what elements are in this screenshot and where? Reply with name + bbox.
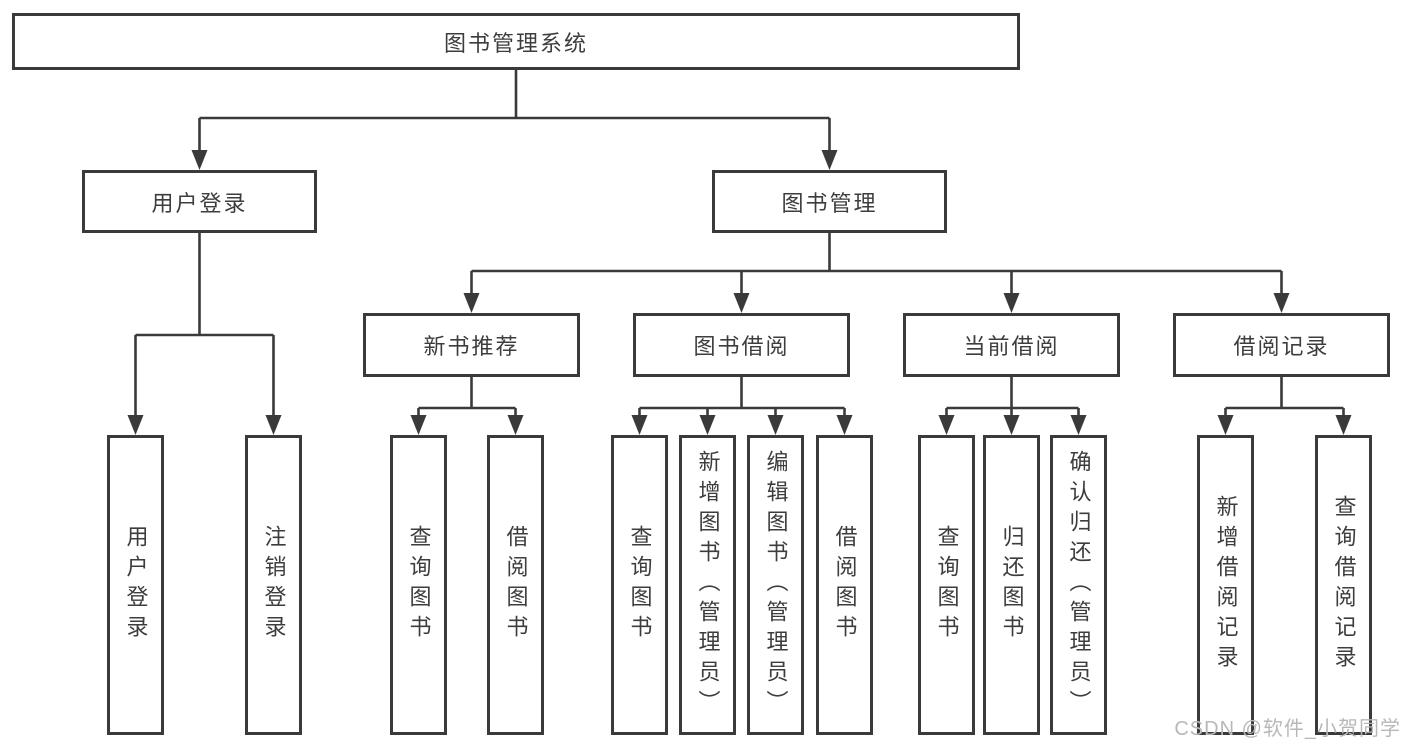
leaf-bb-query-book: 查询图书 bbox=[611, 435, 668, 735]
leaf-rec-query-book: 查询图书 bbox=[390, 435, 447, 735]
node-book-borrow: 图书借阅 bbox=[633, 313, 850, 377]
leaf-cb-confirm-return-admin: 确认归还（管理员） bbox=[1050, 435, 1107, 735]
node-borrow-records: 借阅记录 bbox=[1173, 313, 1390, 377]
node-root-label: 图书管理系统 bbox=[443, 30, 588, 56]
node-new-book-recommend: 新书推荐 bbox=[363, 313, 580, 377]
node-book-management: 图书管理 bbox=[712, 170, 947, 233]
leaf-user-login: 用户登录 bbox=[107, 435, 164, 735]
leaf-cb-query-book-label: 查询图书 bbox=[934, 525, 960, 645]
leaf-bb-add-book-admin-label: 新增图书（管理员） bbox=[695, 450, 721, 720]
leaf-cb-query-book: 查询图书 bbox=[918, 435, 975, 735]
leaf-rec-borrow-book-label: 借阅图书 bbox=[503, 525, 529, 645]
leaf-cb-return-book: 归还图书 bbox=[983, 435, 1040, 735]
csdn-watermark: CSDN @软件_小贺同学 bbox=[1174, 718, 1401, 740]
node-user-login: 用户登录 bbox=[82, 170, 317, 233]
leaf-bb-add-book-admin: 新增图书（管理员） bbox=[679, 435, 736, 735]
node-book-management-label: 图书管理 bbox=[781, 190, 878, 216]
leaf-br-add-record: 新增借阅记录 bbox=[1197, 435, 1254, 735]
node-current-borrow-label: 当前借阅 bbox=[963, 334, 1060, 359]
leaf-br-query-record: 查询借阅记录 bbox=[1315, 435, 1372, 735]
leaf-logout: 注销登录 bbox=[245, 435, 302, 735]
node-borrow-records-label: 借阅记录 bbox=[1233, 334, 1330, 359]
leaf-br-query-record-label: 查询借阅记录 bbox=[1331, 495, 1357, 675]
node-user-login-label: 用户登录 bbox=[151, 190, 248, 216]
leaf-user-login-label: 用户登录 bbox=[123, 525, 149, 645]
leaf-logout-label: 注销登录 bbox=[261, 525, 287, 645]
leaf-bb-edit-book-admin: 编辑图书（管理员） bbox=[747, 435, 804, 735]
node-current-borrow: 当前借阅 bbox=[903, 313, 1120, 377]
leaf-br-add-record-label: 新增借阅记录 bbox=[1213, 495, 1239, 675]
leaf-bb-borrow-book-label: 借阅图书 bbox=[832, 525, 858, 645]
node-root: 图书管理系统 bbox=[12, 13, 1020, 70]
node-new-book-recommend-label: 新书推荐 bbox=[423, 334, 520, 359]
leaf-cb-confirm-return-admin-label: 确认归还（管理员） bbox=[1066, 450, 1092, 720]
leaf-rec-borrow-book: 借阅图书 bbox=[487, 435, 544, 735]
leaf-bb-query-book-label: 查询图书 bbox=[627, 525, 653, 645]
leaf-bb-borrow-book: 借阅图书 bbox=[816, 435, 873, 735]
node-book-borrow-label: 图书借阅 bbox=[693, 334, 790, 359]
leaf-rec-query-book-label: 查询图书 bbox=[406, 525, 432, 645]
leaf-cb-return-book-label: 归还图书 bbox=[999, 525, 1025, 645]
leaf-bb-edit-book-admin-label: 编辑图书（管理员） bbox=[763, 450, 789, 720]
